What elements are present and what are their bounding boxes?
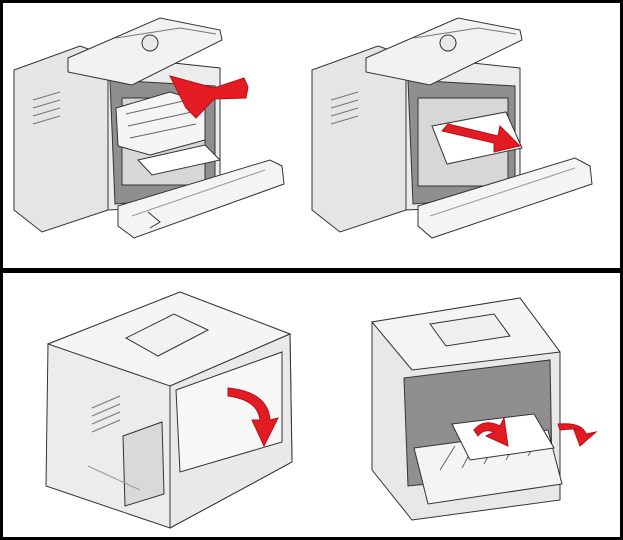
printer-illustration-4	[372, 298, 562, 520]
